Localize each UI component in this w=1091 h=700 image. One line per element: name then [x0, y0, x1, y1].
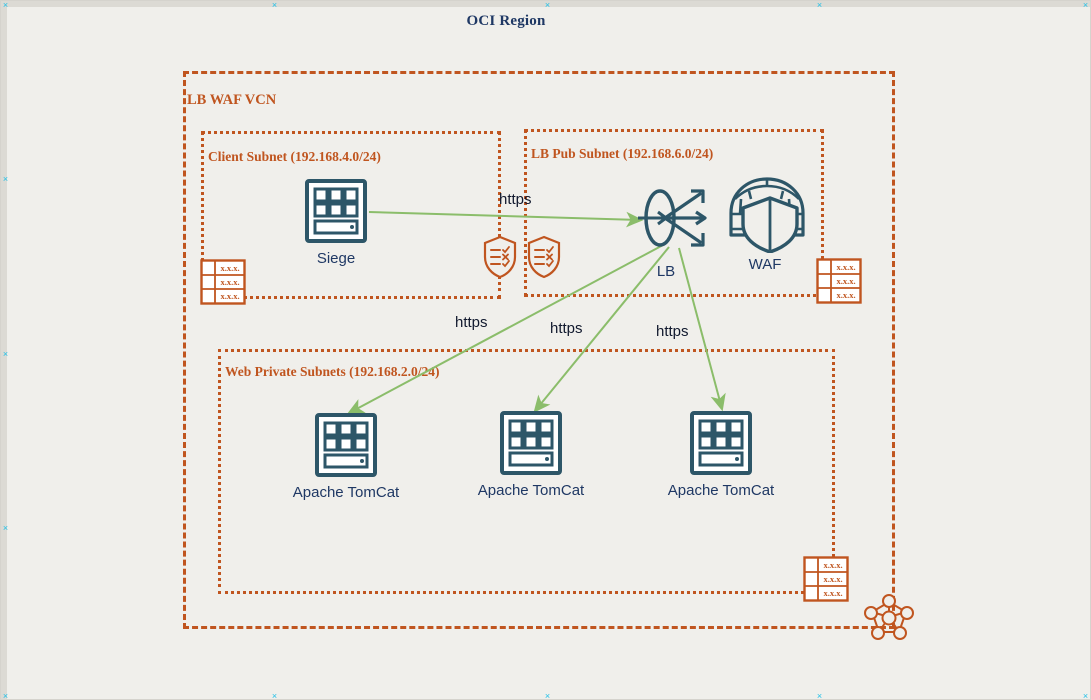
route-table-cell: x.x.x.: [220, 291, 239, 301]
node-tomcat-2-label: Apache TomCat: [477, 482, 585, 499]
canvas-left-edge: [1, 1, 7, 699]
node-waf-label: WAF: [748, 256, 782, 273]
route-table-cell: x.x.x.: [836, 290, 855, 300]
canvas-top-edge: [1, 1, 1090, 7]
firewall-shield-icon: [729, 177, 805, 254]
region-title: OCI Region: [466, 13, 546, 29]
edge-label-lb-to-tomcat-1: https: [455, 314, 488, 331]
server-icon: [690, 411, 752, 475]
route-table-cell: x.x.x.: [220, 277, 239, 287]
subnet-client-label: Client Subnet (192.168.4.0/24): [208, 149, 381, 164]
edge-label-siege-to-lb: https: [499, 191, 532, 208]
route-table-cell: x.x.x.: [823, 560, 842, 570]
node-load-balancer-label: LB: [656, 263, 676, 280]
route-table-cell: x.x.x.: [823, 574, 842, 584]
canvas-handle[interactable]: ×: [271, 691, 278, 700]
canvas-handle[interactable]: ×: [1082, 691, 1089, 700]
node-load-balancer[interactable]: LB: [636, 185, 712, 290]
node-siege-label: Siege: [316, 250, 356, 267]
route-table-icon: x.x.x. x.x.x. x.x.x.: [200, 259, 246, 305]
edge-label-lb-to-tomcat-3: https: [656, 323, 689, 340]
route-table-icon: x.x.x. x.x.x. x.x.x.: [803, 556, 849, 602]
edge-label-lb-to-tomcat-2: https: [550, 320, 583, 337]
security-list-shield-icon: [527, 235, 561, 279]
canvas-handle[interactable]: ×: [544, 691, 551, 700]
node-tomcat-1-label: Apache TomCat: [292, 484, 400, 501]
route-table-cell: x.x.x.: [220, 263, 239, 273]
route-table-client[interactable]: x.x.x. x.x.x. x.x.x.: [200, 259, 246, 305]
subnet-lb-pub-label: LB Pub Subnet (192.168.6.0/24): [531, 146, 714, 161]
vcn-container[interactable]: [183, 71, 895, 629]
security-list-lb-pub[interactable]: [526, 235, 562, 279]
node-tomcat-1[interactable]: Apache TomCat: [293, 411, 399, 506]
security-list-client[interactable]: [482, 235, 518, 279]
subnet-web-private-label: Web Private Subnets (192.168.2.0/24): [225, 364, 440, 379]
server-icon: [500, 411, 562, 475]
route-table-cell: x.x.x.: [823, 588, 842, 598]
server-icon: [315, 413, 377, 477]
node-tomcat-3-label: Apache TomCat: [667, 482, 775, 499]
route-table-cell: x.x.x.: [836, 262, 855, 272]
server-icon: [305, 179, 367, 243]
security-list-shield-icon: [483, 235, 517, 279]
node-tomcat-3[interactable]: Apache TomCat: [668, 409, 774, 504]
node-waf[interactable]: WAF: [725, 173, 810, 278]
node-tomcat-2[interactable]: Apache TomCat: [478, 409, 584, 504]
canvas-handle[interactable]: ×: [816, 691, 823, 700]
service-gateway[interactable]: [863, 593, 915, 641]
load-balancer-icon: [636, 189, 707, 247]
route-table-icon: x.x.x. x.x.x. x.x.x.: [816, 258, 862, 304]
node-cluster-icon: [864, 594, 914, 640]
route-table-cell: x.x.x.: [836, 276, 855, 286]
route-table-web[interactable]: x.x.x. x.x.x. x.x.x.: [803, 556, 849, 602]
route-table-lb-pub[interactable]: x.x.x. x.x.x. x.x.x.: [816, 258, 862, 304]
vcn-label: LB WAF VCN: [187, 92, 277, 108]
node-siege[interactable]: Siege: [291, 177, 381, 272]
